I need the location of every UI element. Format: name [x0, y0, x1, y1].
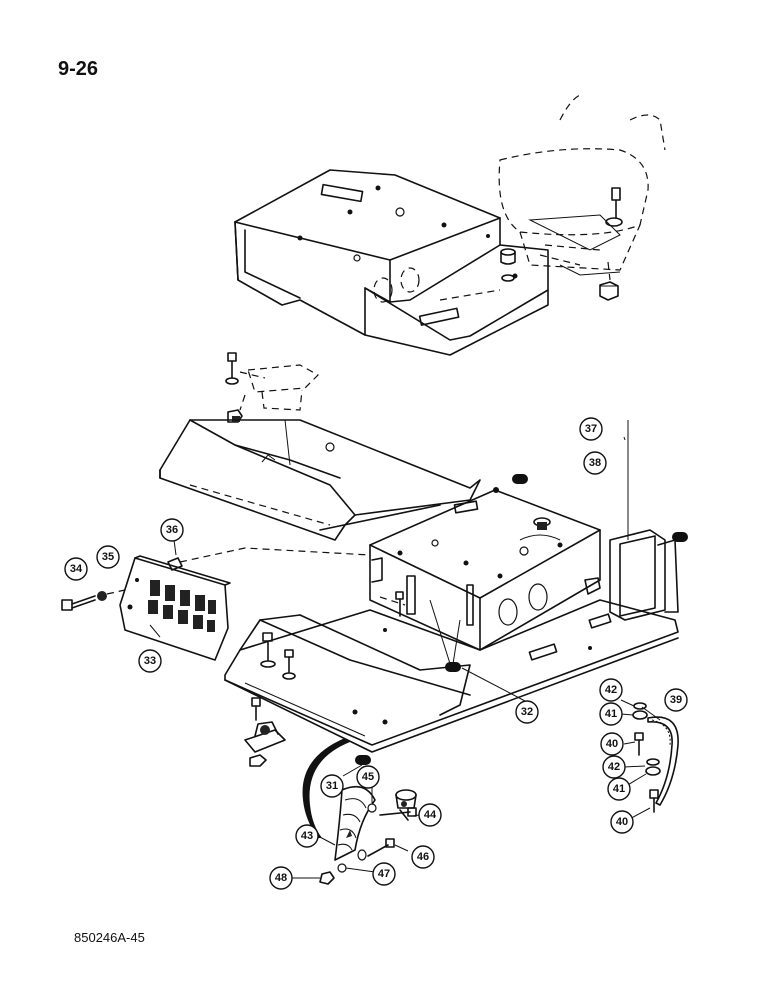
seat-outline: [498, 94, 666, 276]
reference-mark: [672, 532, 688, 542]
svg-text:43: 43: [301, 830, 313, 842]
callout-42-lower: 42: [602, 755, 626, 779]
svg-text:41: 41: [605, 708, 617, 720]
callout-40-lower: 40: [610, 810, 634, 834]
callout-41-lower: 41: [607, 777, 631, 801]
callout-45: 45: [356, 765, 380, 789]
cover-plate-upper: [159, 419, 481, 541]
callout-48: 48: [269, 866, 293, 890]
callout-42-upper: 42: [599, 678, 623, 702]
svg-text:40: 40: [606, 738, 618, 750]
ground-terminal: [395, 789, 417, 821]
svg-text:42: 42: [608, 761, 620, 773]
strap-fasteners: [319, 803, 417, 885]
grille-clip: [167, 557, 183, 571]
svg-text:48: 48: [275, 872, 287, 884]
callout-38: 38: [583, 451, 607, 475]
svg-text:38: 38: [589, 457, 601, 469]
callout-37: 37: [579, 417, 603, 441]
svg-text:41: 41: [613, 783, 625, 795]
mount-bracket-dashed: [239, 364, 319, 411]
seat-mounting-bracket: [234, 169, 549, 356]
page-number: 9-26: [58, 58, 99, 80]
side-panel: [609, 420, 679, 621]
svg-text:35: 35: [102, 551, 114, 563]
callout-41-upper: 41: [599, 702, 623, 726]
svg-text:31: 31: [326, 780, 338, 792]
strip-hardware: [632, 702, 661, 813]
grille-slots: [148, 580, 216, 632]
svg-text:46: 46: [417, 851, 429, 863]
bracket-bolt: [225, 352, 266, 385]
svg-text:36: 36: [166, 524, 178, 536]
callout-46: 46: [411, 845, 435, 869]
drawing-code: 850246A-45: [74, 930, 145, 945]
callout-31: 31: [320, 774, 344, 798]
base-plate: [224, 599, 679, 753]
callout-35: 35: [96, 545, 120, 569]
callout-33: 33: [138, 649, 162, 673]
grille-screw-nut: [61, 589, 126, 611]
seat-nut-bottom: [599, 261, 619, 301]
isolator-mount: [244, 697, 286, 767]
svg-text:34: 34: [70, 563, 83, 575]
ground-strap: [334, 785, 376, 861]
callout-32: 32: [515, 700, 539, 724]
base-bolts: [260, 591, 404, 680]
rubber-bumper: [500, 248, 516, 282]
svg-text:40: 40: [616, 816, 628, 828]
callout-40-upper: 40: [600, 732, 624, 756]
callout-36: 36: [160, 518, 184, 542]
callout-44: 44: [418, 803, 442, 827]
callout-43: 43: [295, 824, 319, 848]
reference-mark: [445, 662, 461, 672]
svg-text:42: 42: [605, 684, 617, 696]
callout-39: 39: [664, 688, 688, 712]
svg-text:47: 47: [378, 868, 390, 880]
svg-text:33: 33: [144, 655, 156, 667]
leader-lines: [149, 436, 661, 879]
reference-mark: [512, 474, 528, 484]
svg-text:32: 32: [521, 706, 533, 718]
svg-text:37: 37: [585, 423, 597, 435]
seat-bolt-top: [605, 187, 623, 227]
callout-47: 47: [372, 862, 396, 886]
seal-strip: [647, 716, 679, 806]
curved-arrow: [302, 738, 350, 838]
grille-panel: [119, 547, 406, 661]
callout-34: 34: [64, 557, 88, 581]
control-box: [369, 487, 601, 651]
svg-text:45: 45: [362, 771, 374, 783]
svg-text:39: 39: [670, 694, 682, 706]
svg-text:44: 44: [424, 809, 437, 821]
reference-mark: [355, 755, 371, 765]
